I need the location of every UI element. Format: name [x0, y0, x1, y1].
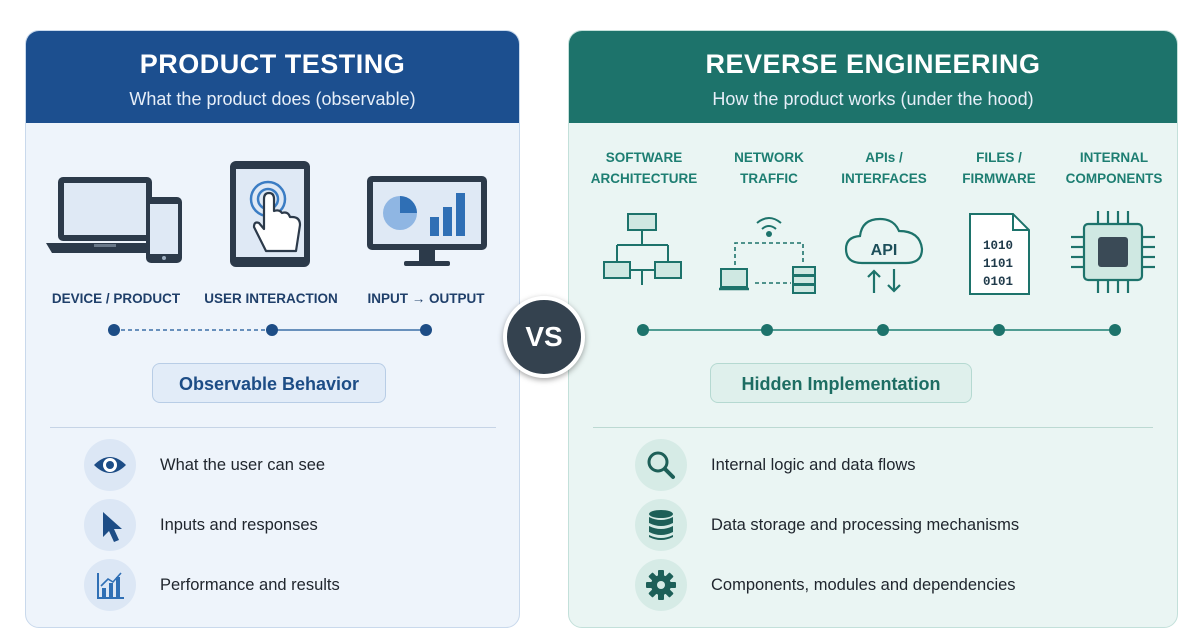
reverse-engineering-panel: REVERSE ENGINEERING How the product work…: [568, 30, 1178, 628]
flowchart-icon: [603, 213, 682, 285]
api-icon-label: API: [871, 242, 898, 259]
tablet-touch-icon: [230, 161, 310, 267]
binary-line: 1010: [983, 239, 1013, 253]
database-icon: [635, 499, 687, 551]
hidden-implementation-pill: Hidden Implementation: [710, 363, 972, 403]
magnifier-icon: [635, 439, 687, 491]
column-label-files-firmware: FILES /FIRMWARE: [962, 150, 1036, 186]
item-performance-results: Performance and results: [160, 576, 340, 594]
api-cloud-icon: API: [844, 217, 924, 293]
observable-behavior-pill: Observable Behavior: [152, 363, 386, 403]
gear-icon: [635, 559, 687, 611]
binary-line: 1101: [983, 257, 1013, 271]
bar-chart-icon: [84, 559, 136, 611]
timeline-node: [1109, 324, 1121, 336]
right-timeline: [637, 324, 1121, 336]
network-icon: [719, 217, 816, 294]
laptop-phone-icon: [46, 177, 182, 263]
timeline-node: [637, 324, 649, 336]
product-testing-header: PRODUCT TESTING What the product does (o…: [26, 31, 519, 123]
timeline-node: [993, 324, 1005, 336]
column-label-apis-interfaces: APIs /INTERFACES: [841, 150, 927, 186]
column-label-io: INPUT → OUTPUT: [367, 291, 485, 306]
right-divider: [593, 427, 1153, 428]
binary-file-icon: 1010 1101 0101: [969, 213, 1030, 295]
reverse-engineering-title: REVERSE ENGINEERING: [705, 49, 1041, 79]
reverse-engineering-subtitle: How the product works (under the hood): [712, 89, 1034, 109]
timeline-node: [877, 324, 889, 336]
item-what-user-can-see: What the user can see: [160, 456, 326, 474]
item-inputs-responses: Inputs and responses: [160, 516, 318, 534]
timeline-node: [266, 324, 278, 336]
item-data-storage: Data storage and processing mechanisms: [711, 516, 1020, 534]
timeline-node: [108, 324, 120, 336]
monitor-chart-icon: [367, 176, 487, 266]
product-testing-title: PRODUCT TESTING: [139, 49, 406, 79]
reverse-engineering-header: REVERSE ENGINEERING How the product work…: [569, 31, 1177, 123]
left-timeline: [108, 324, 432, 336]
eye-icon: [84, 439, 136, 491]
product-testing-panel: PRODUCT TESTING What the product does (o…: [25, 30, 520, 628]
product-testing-subtitle: What the product does (observable): [129, 89, 416, 109]
vs-badge: VS: [503, 296, 585, 378]
cursor-icon: [84, 499, 136, 551]
column-label-device: DEVICE / PRODUCT: [51, 291, 181, 306]
timeline-node: [420, 324, 432, 336]
column-label-interaction: USER INTERACTION: [204, 291, 338, 306]
chip-icon: [1071, 211, 1155, 293]
item-components-modules: Components, modules and dependencies: [711, 576, 1016, 594]
left-divider: [50, 427, 496, 428]
binary-line: 0101: [983, 275, 1013, 289]
item-internal-logic: Internal logic and data flows: [711, 456, 916, 474]
timeline-node: [761, 324, 773, 336]
